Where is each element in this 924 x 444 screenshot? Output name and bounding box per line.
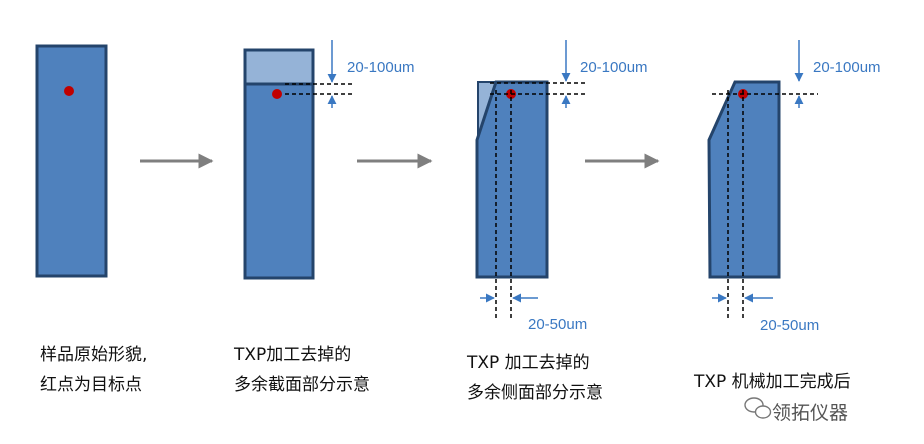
final-block [707,80,781,279]
sample-block [35,44,108,278]
caption-line: TXP 机械加工完成后 [694,372,851,392]
top-offset-label: 20-100um [813,59,881,76]
removed-top-region [243,48,315,86]
side-offset-label: 20-50um [528,316,587,333]
caption-line: 红点为目标点 [40,375,142,395]
caption-line: 样品原始形貌, [40,345,148,365]
step1-caption: 样品原始形貌, 红点为目标点 [40,340,147,400]
step4-caption: TXP 机械加工完成后 [694,367,851,397]
step2-caption: TXP加工去掉的 多余截面部分示意 [234,340,370,400]
step1-sample [35,44,108,278]
top-offset-label: 20-100um [347,59,415,76]
step3-sample: 20-100um 20-50um [475,40,648,333]
target-point [64,86,74,96]
top-offset-label: 20-100um [580,59,648,76]
step4-sample: 20-100um 20-50um [707,40,881,334]
side-offset-label: 20-50um [760,317,819,334]
step3-caption: TXP 加工去掉的 多余侧面部分示意 [467,348,603,408]
remaining-block [475,80,549,279]
caption-line: TXP 加工去掉的 [467,353,590,373]
remaining-block [243,82,315,280]
caption-line: TXP加工去掉的 [234,345,352,365]
step2-sample: 20-100um [243,40,415,280]
wechat-icon [744,397,772,419]
caption-line: 多余侧面部分示意 [467,383,603,403]
caption-line: 多余截面部分示意 [234,375,370,395]
target-point [272,89,282,99]
watermark-text: 领拓仪器 [772,402,849,424]
